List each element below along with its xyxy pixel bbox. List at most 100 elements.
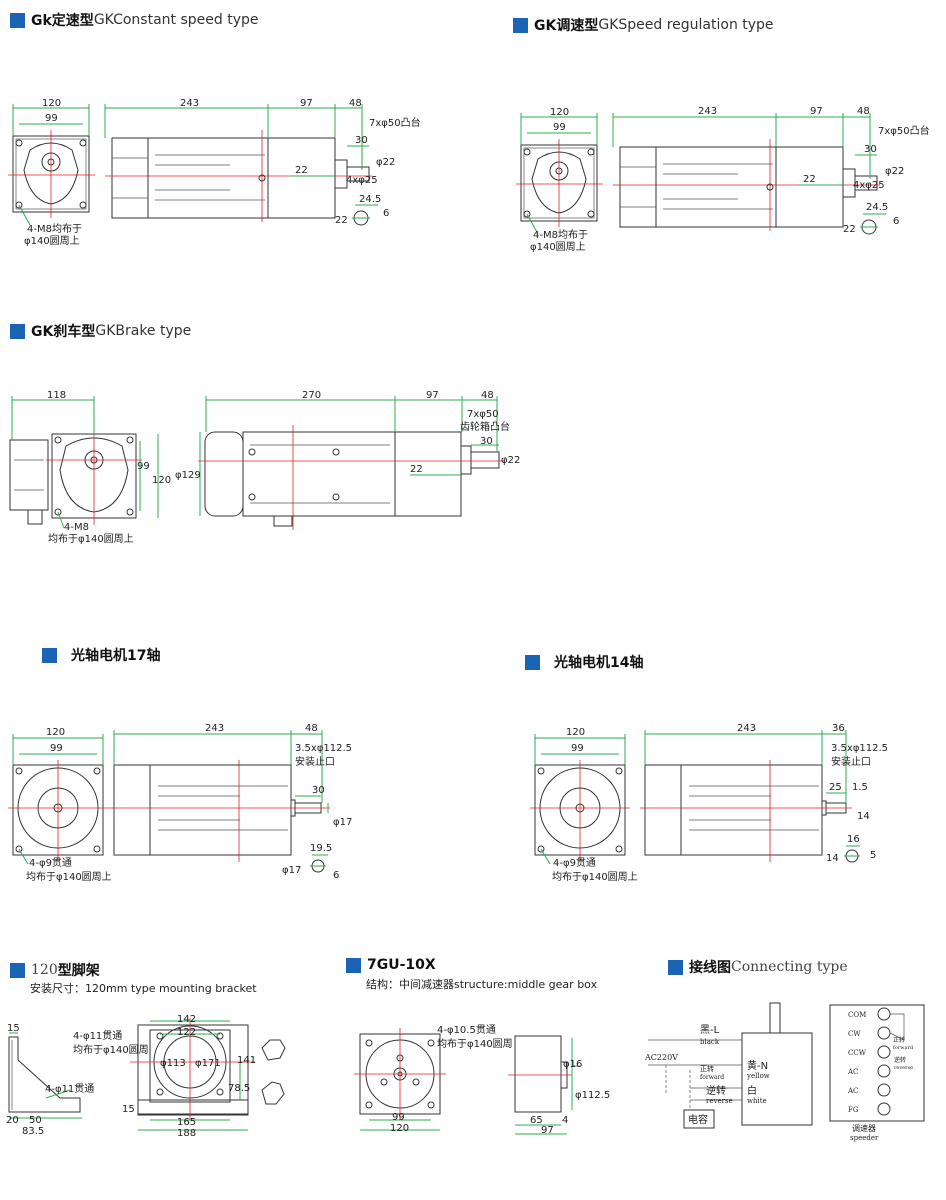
dim-label: φ17 — [282, 865, 301, 876]
dim-label: 36 — [832, 723, 845, 734]
dim-label: φ22 — [501, 455, 520, 466]
wiring-label: black — [700, 1038, 720, 1046]
dim-label: 243 — [180, 98, 199, 109]
dim-label: 6 — [893, 216, 899, 227]
header-bracket: 120 型脚架 — [10, 960, 100, 980]
bracket-subtitle: 安装尺寸：120mm type mounting bracket — [30, 982, 257, 995]
dim-label: 99 — [137, 461, 150, 472]
dim-label: 99 — [571, 743, 584, 754]
dim-label: 30 — [864, 144, 877, 155]
header-zh: 7GU-10X — [367, 957, 436, 973]
dim-label: 243 — [737, 723, 756, 734]
dim-label: 243 — [205, 723, 224, 734]
dim-label: 安装止口 — [295, 755, 335, 768]
header-en: GKConstant speed type — [93, 12, 259, 28]
dim-label: 4-φ9贯通 — [29, 857, 72, 869]
dim-label: φ140圆周上 — [530, 241, 586, 253]
wiring-label: AC220V — [644, 1053, 678, 1062]
dim-label: 4-φ10.5贯通 — [437, 1024, 496, 1036]
header-en: Connecting type — [731, 959, 848, 975]
wiring-label: 黄-N — [747, 1059, 768, 1072]
terminal-label: CW — [848, 1030, 861, 1038]
wiring-label: 黑-L — [700, 1024, 720, 1036]
wiring-label: yellow — [746, 1072, 770, 1080]
dim-label: φ22 — [376, 157, 395, 168]
header-constant: Gk定速型 GKConstant speed type — [10, 10, 258, 30]
dim-label: 120 — [42, 98, 61, 109]
drawing-shaft14: 120 99 243 36 3.5xφ112.5 安装止口 25 1.5 14 … — [530, 723, 888, 883]
dim-label: 141 — [237, 1055, 256, 1066]
square-bullet-icon — [10, 12, 25, 28]
terminal-label: CCW — [848, 1049, 867, 1057]
dim-label: 30 — [355, 135, 368, 146]
header-shaft17: 光轴电机17轴 — [42, 645, 160, 665]
dim-label: 5 — [870, 850, 876, 861]
drawing-bracket: 15 4-φ11贯通 20 50 83.5 142 122 4-φ11贯通 均布… — [6, 1014, 286, 1139]
wiring-label: forward — [893, 1045, 914, 1051]
dim-label: φ129 — [175, 470, 201, 481]
dim-label: 24.5 — [866, 202, 888, 213]
dim-label: 99 — [45, 113, 58, 124]
header-num: 120 — [31, 962, 58, 978]
dim-label: 118 — [47, 390, 66, 401]
dim-label: 99 — [392, 1112, 405, 1123]
dim-label: 均布于φ140圆周上 — [48, 533, 134, 545]
wiring-label: 白 — [747, 1084, 757, 1097]
dim-label: 120 — [566, 727, 585, 738]
square-bullet-icon — [42, 647, 57, 663]
dim-label: 15 — [7, 1023, 20, 1034]
dim-label: 120 — [152, 475, 171, 486]
dim-label: 50 — [29, 1115, 42, 1126]
dim-label: 165 — [177, 1117, 196, 1128]
dim-label: 22 — [335, 215, 348, 226]
dim-label: 120 — [46, 727, 65, 738]
dim-label: 6 — [333, 870, 339, 881]
square-bullet-icon — [346, 957, 361, 973]
dim-label: 83.5 — [22, 1126, 44, 1137]
dim-label: 120 — [390, 1123, 409, 1134]
dim-label: 14 — [857, 811, 870, 822]
square-bullet-icon — [525, 654, 540, 670]
dim-label: 48 — [305, 723, 318, 734]
dim-label: 7xφ50 — [467, 409, 499, 420]
header-en: GKBrake type — [95, 323, 192, 339]
wiring-label: reverse — [894, 1065, 913, 1071]
dim-label: 97 — [541, 1125, 554, 1136]
drawing-constant: 120 99 243 97 48 7xφ50凸台 30 22 φ22 4xφ25… — [8, 98, 421, 247]
wiring-label: white — [747, 1097, 767, 1105]
dim-label: 78.5 — [228, 1083, 250, 1094]
controller-label: 调速器 — [852, 1124, 876, 1133]
dim-label: 均布于φ140圆周上 — [552, 871, 638, 883]
dim-label: 4xφ25 — [346, 175, 378, 186]
dim-label: 3.5xφ112.5 — [831, 743, 888, 754]
controller-label: speeder — [850, 1134, 879, 1142]
dim-label: 4-φ11贯通 — [45, 1083, 94, 1095]
dim-label: 48 — [481, 390, 494, 401]
dim-label: 188 — [177, 1128, 196, 1139]
dim-label: 15 — [122, 1104, 135, 1115]
dim-label: 20 — [6, 1115, 19, 1126]
dim-label: 安装止口 — [831, 755, 871, 768]
terminal-label: FG — [848, 1106, 859, 1114]
dim-label: 14 — [826, 853, 839, 864]
header-zh: 光轴电机17轴 — [71, 648, 161, 664]
dim-label: 22 — [803, 174, 816, 185]
dim-label: 4-φ11贯通 — [73, 1030, 122, 1042]
wiring-diagram: 黑-L black AC220V 正转 forward 黄-N yellow 逆… — [644, 1002, 925, 1142]
dim-label: 均布于φ140圆周 — [73, 1044, 149, 1056]
header-brake: GK刹车型 GKBrake type — [10, 321, 191, 341]
header-zh: 光轴电机14轴 — [554, 655, 644, 671]
capacitor-label: 电容 — [688, 1113, 708, 1126]
dim-label: 48 — [857, 106, 870, 117]
wiring-label: 逆转 — [894, 1056, 906, 1064]
dim-label: φ140圆周上 — [24, 235, 80, 247]
dim-label: 4-M8均布于 — [27, 223, 82, 235]
header-zh: GK刹车型 — [31, 324, 96, 340]
dim-label: 24.5 — [359, 194, 381, 205]
drawing-speed: 120 99 243 97 48 7xφ50凸台 30 22 φ22 4xφ25… — [516, 106, 930, 253]
dim-label: 243 — [698, 106, 717, 117]
dim-label: 均布于φ140圆周 — [437, 1038, 513, 1050]
dim-label: φ17 — [333, 817, 352, 828]
dim-label: 48 — [349, 98, 362, 109]
